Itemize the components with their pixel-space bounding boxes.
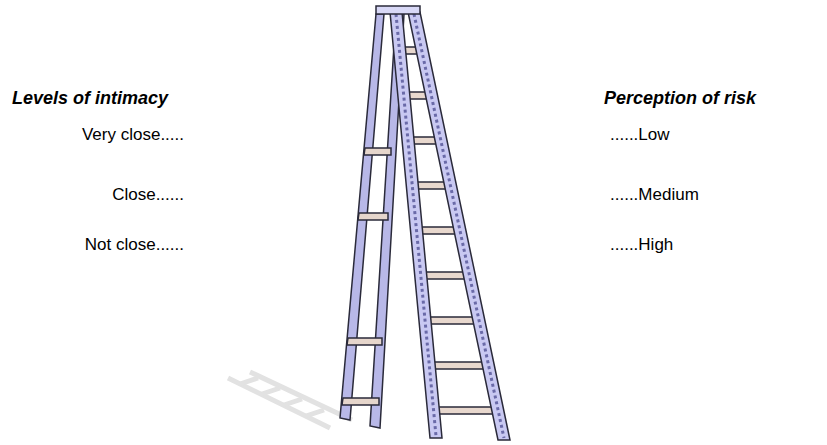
intimacy-level: Very close..... xyxy=(82,125,184,145)
risk-level: ......High xyxy=(610,235,673,255)
risk-level: ......Medium xyxy=(610,185,699,205)
column-heading: Perception of risk xyxy=(604,88,756,108)
ladder-shadow xyxy=(228,372,352,428)
front-ladder-rails xyxy=(376,6,510,440)
column-heading: Levels of intimacy xyxy=(12,88,168,108)
back-ladder xyxy=(340,14,404,428)
intimacy-level: Not close...... xyxy=(85,235,184,255)
intimacy-level: Close...... xyxy=(112,185,184,205)
risk-level: ......Low xyxy=(610,125,670,145)
